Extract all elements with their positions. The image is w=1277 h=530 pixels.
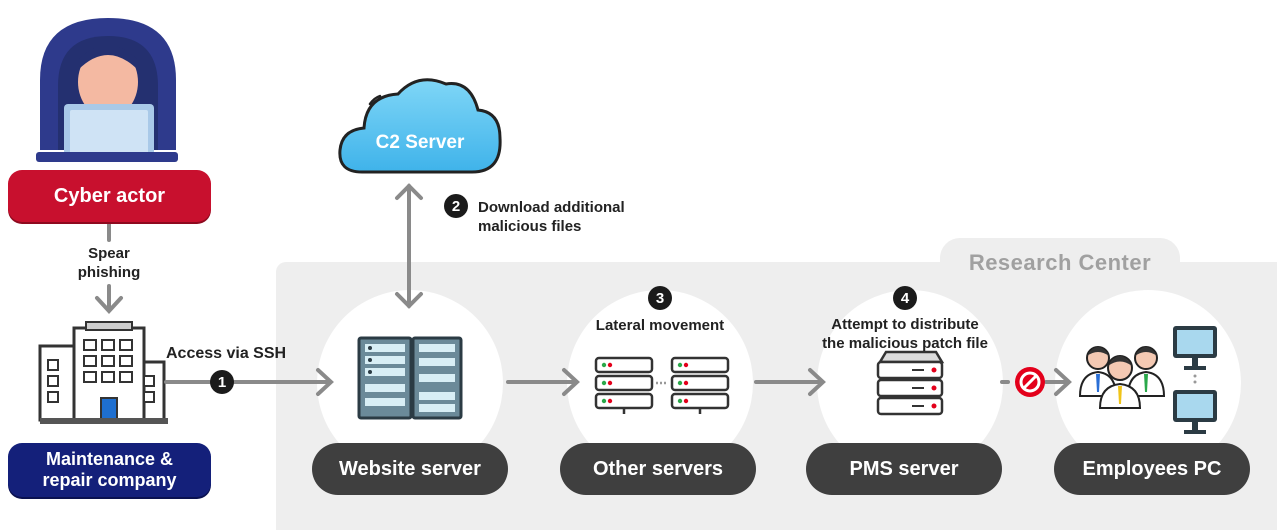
step-4-label: Attempt to distribute the malicious patc…: [822, 316, 988, 352]
spear-phishing-arrow: [95, 220, 123, 314]
employees-pc-pill: Employees PC: [1054, 443, 1250, 495]
pms-server-icon: [876, 350, 945, 416]
cyber-actor-box: Cyber actor: [8, 170, 211, 222]
spear-phishing-label: Spear phishing: [77, 245, 141, 281]
c2-server-label: C2 Server: [375, 132, 465, 153]
hacker-icon: [36, 18, 178, 162]
employees-icon: [1078, 346, 1166, 409]
step-2-badge: 2: [444, 194, 468, 218]
step-2-label: Download additional malicious files: [478, 199, 625, 235]
step-1-label: Access via SSH: [166, 345, 287, 362]
step-1-badge: 1: [210, 370, 234, 394]
c2-download-arrow: [395, 183, 423, 309]
website-server-pill: Website server: [312, 443, 508, 495]
step-3-label: Lateral movement: [595, 317, 725, 334]
maintenance-company-box: Maintenance & repair company: [8, 443, 211, 497]
c2-cloud-icon: [338, 78, 502, 174]
other-servers-leds: [601, 362, 689, 404]
pc-monitors-icon: [1173, 326, 1217, 434]
step-3-badge: 3: [648, 286, 672, 310]
blocked-icon: [1015, 367, 1045, 397]
other-servers-pill: Other servers: [560, 443, 756, 495]
website-server-icon: [357, 336, 463, 420]
other-servers-icon: [594, 356, 730, 414]
pms-server-pill: PMS server: [806, 443, 1002, 495]
website-to-other-arrow: [506, 368, 580, 396]
ssh-arrow: [164, 368, 334, 396]
step-4-badge: 4: [893, 286, 917, 310]
company-building-icon: [38, 321, 168, 424]
research-center-title: Research Center: [968, 250, 1152, 275]
other-to-pms-arrow: [754, 368, 826, 396]
blocked-arrow: [1000, 368, 1072, 396]
